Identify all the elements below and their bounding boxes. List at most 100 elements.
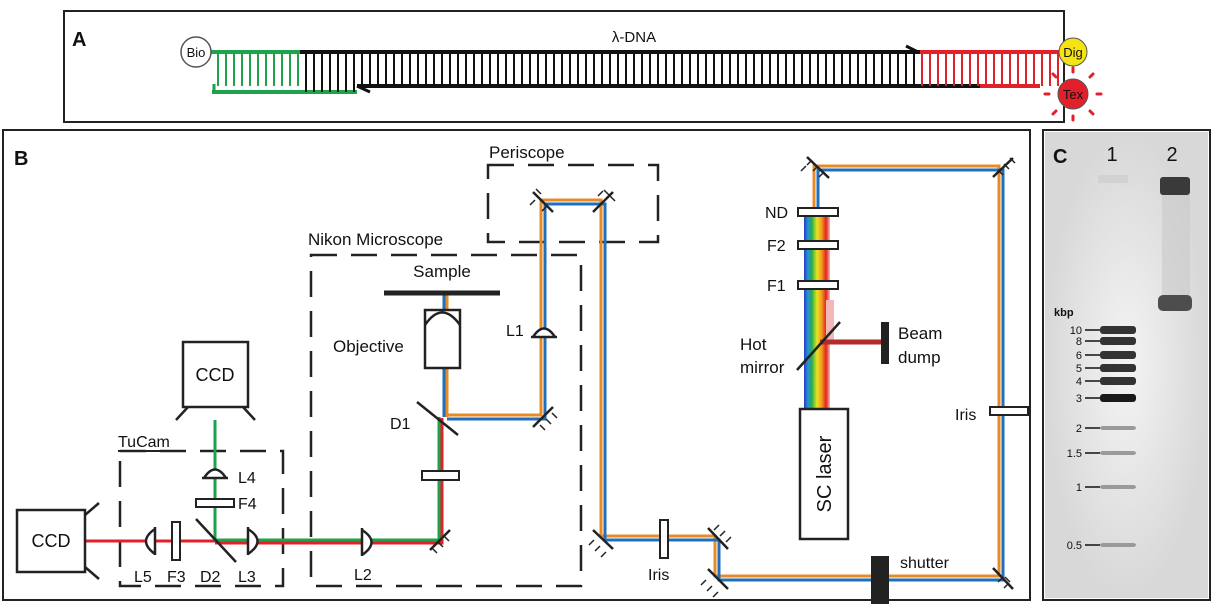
panel-b: B [2,129,1031,604]
ladder-size-label: 2 [1076,423,1082,435]
ladder-size-label: 0.5 [1067,540,1082,552]
l3-label: L3 [238,569,256,586]
lens-l5 [144,527,157,556]
ccd-camera-left [15,508,87,574]
beam-path-main [443,164,1005,582]
lens-l2 [360,528,373,557]
texas-red-fluorophore [1043,66,1103,122]
tucam-label: TuCam [118,434,170,451]
sample-label: Sample [413,262,471,281]
ladder-band [1100,377,1136,385]
iris-bottom-label: Iris [648,567,669,584]
periscope-label: Periscope [489,143,565,162]
beam-dump [881,322,889,364]
l5-label: L5 [134,569,152,586]
ladder-size-label: 3 [1076,393,1082,405]
hot-mirror [796,321,841,371]
filter-f3 [171,521,181,561]
mirror-microscope-bottom [429,529,451,551]
mirror-top-right [992,157,1014,178]
ladder-band [1100,394,1136,402]
biotin-label: Bio [187,45,206,60]
d1-label: D1 [390,416,411,433]
shutter-label: shutter [900,555,950,572]
sc-laser [798,407,850,541]
lens-l4 [202,468,228,480]
hot-mirror-label-1: Hot [740,335,767,354]
panel-a-frame [63,10,1065,123]
tucam-box [118,449,285,588]
l4-label: L4 [238,470,256,487]
periscope-box [486,163,660,244]
shutter [871,556,889,604]
tex-label: Tex [1063,87,1084,102]
mirror-hatching [431,157,1016,598]
ladder-band [1100,543,1136,547]
f2-label: F2 [767,238,786,255]
panel-a-label: A [72,29,86,51]
objective-lens [423,308,462,370]
ladder-size-label: 1.5 [1067,448,1082,460]
nikon-microscope-box [309,253,583,588]
f1-label: F1 [767,278,786,295]
mirror-periscope-right [592,191,614,213]
ir-residual [826,300,834,342]
filter-f1 [797,280,839,290]
ccd-top-label: CCD [196,365,235,385]
well-lane-1 [1098,175,1128,183]
ladder-size-label: 4 [1076,376,1082,388]
nick-top [905,44,919,54]
nd-label: ND [765,205,788,222]
ccd-left-mount [84,502,100,580]
l1-label: L1 [506,323,524,340]
ccd-left-label: CCD [32,531,71,551]
ladder-band [1100,485,1136,489]
beam-dump-label-2: dump [898,348,941,367]
hot-mirror-label-2: mirror [740,358,785,377]
dig-label: Dig [1063,45,1083,60]
objective-label: Objective [333,337,404,356]
ladder-band [1100,364,1136,372]
kbp-label: kbp [1054,307,1074,319]
lane-1-label: 1 [1106,144,1117,166]
lambda-dna-label: λ-DNA [612,29,656,46]
nikon-label: Nikon Microscope [308,230,443,249]
f4-label: F4 [238,496,257,513]
ccd-top-mount [175,406,256,421]
panel-a: A λ-DNA Bio Dig [63,10,1103,123]
iris-bottom [659,519,669,559]
ladder-size-label: 5 [1076,363,1082,375]
panel-b-label: B [14,148,28,170]
dichroic-d1 [416,401,459,436]
filter-f2 [797,240,839,250]
ladder-size-label: 1 [1076,482,1082,494]
filter-f4 [195,498,235,508]
ladder-band [1100,337,1136,345]
iris-right-label: Iris [955,407,976,424]
dichroic-d2 [195,518,237,563]
lane-2-label: 2 [1166,144,1177,166]
well-lane-2 [1160,177,1190,195]
l2-label: L2 [354,567,372,584]
filter-nd [797,207,839,217]
lens-l3 [246,527,259,556]
ladder-band [1100,326,1136,334]
sc-laser-label: SC laser [814,435,836,512]
mirror-periscope-left [532,191,554,213]
ladder-size-label: 6 [1076,350,1082,362]
beam-dump-label-1: Beam [898,324,942,343]
biotin-bead [180,36,212,68]
ladder-band [1100,426,1136,430]
mirror-mid-left [592,529,614,550]
lens-l1 [531,327,557,339]
nick-bottom [356,84,371,94]
f3-label: F3 [167,569,186,586]
mirror-l1-bottom [532,406,554,428]
d2-label: D2 [200,569,221,586]
digoxigenin-bead [1058,37,1088,67]
mirror-bottom-left [707,568,729,590]
panel-b-frame [2,129,1031,601]
